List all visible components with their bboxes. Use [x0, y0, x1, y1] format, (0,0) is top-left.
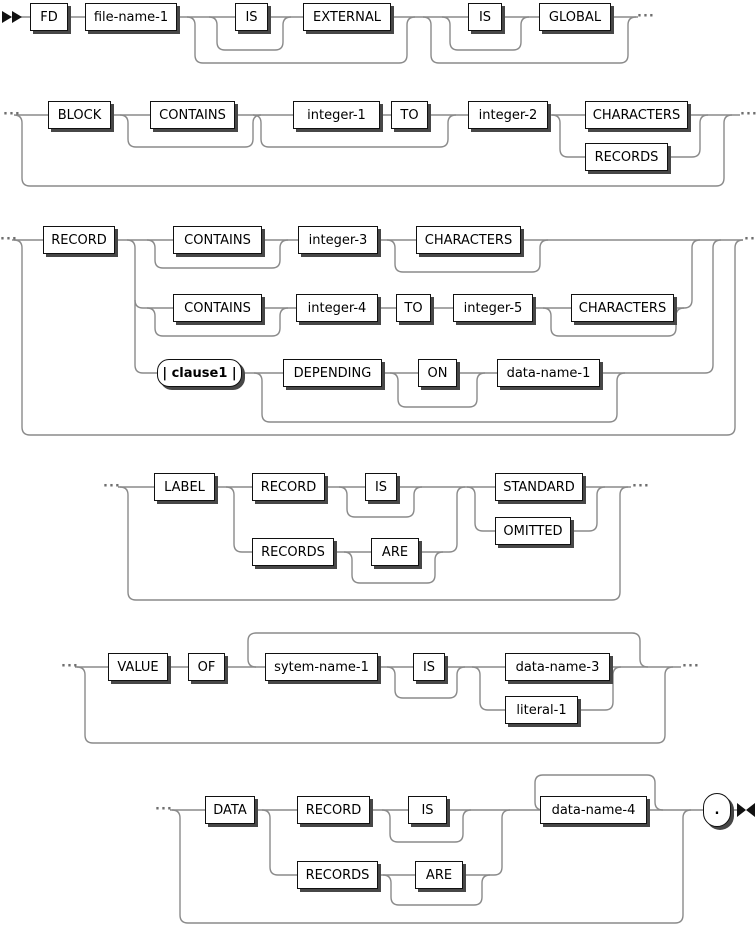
node-records-data: RECORDS	[297, 861, 378, 889]
node-integer-4: integer-4	[296, 294, 378, 322]
node-on: ON	[418, 359, 457, 387]
node-block: BLOCK	[48, 101, 111, 129]
node-clause1: | clause1 |	[157, 359, 242, 387]
continuation-dots: ···	[682, 659, 700, 674]
continuation-dots: ···	[3, 107, 21, 122]
node-omitted: OMITTED	[495, 517, 571, 545]
node-integer-3: integer-3	[298, 226, 378, 254]
node-b2-to: TO	[396, 294, 431, 322]
node-data-name-4: data-name-4	[540, 796, 647, 824]
node-label: LABEL	[154, 473, 215, 501]
continuation-dots: ···	[632, 479, 650, 494]
end-arrow-icon	[737, 803, 755, 817]
node-standard: STANDARD	[495, 473, 583, 501]
node-b1-characters: CHARACTERS	[416, 226, 521, 254]
node-sytem-name-1: sytem-name-1	[265, 653, 378, 681]
node-literal-1: literal-1	[505, 696, 578, 724]
continuation-dots: ···	[740, 107, 756, 122]
continuation-dots: ···	[0, 232, 18, 247]
node-to: TO	[391, 101, 428, 129]
node-period-terminal: .	[703, 793, 731, 827]
node-b2-characters: CHARACTERS	[571, 294, 674, 322]
node-external: EXTERNAL	[303, 3, 391, 31]
node-of: OF	[188, 653, 225, 681]
node-data-name-1: data-name-1	[497, 359, 600, 387]
node-fd: FD	[30, 3, 68, 31]
node-data-name-3: data-name-3	[505, 653, 610, 681]
node-b2-contains: CONTAINS	[173, 294, 262, 322]
continuation-dots: ···	[103, 479, 121, 494]
node-is-global: IS	[468, 3, 502, 31]
node-is: IS	[365, 473, 397, 501]
node-is-data: IS	[408, 796, 447, 824]
node-are-data: ARE	[415, 861, 463, 889]
node-records-pl: RECORDS	[252, 538, 334, 566]
continuation-dots: ···	[744, 232, 756, 247]
node-value: VALUE	[108, 653, 168, 681]
start-arrow-icon	[2, 11, 22, 23]
node-records: RECORDS	[585, 143, 668, 171]
node-data: DATA	[205, 796, 255, 824]
node-are: ARE	[371, 538, 419, 566]
node-depending: DEPENDING	[283, 359, 382, 387]
continuation-dots: ···	[155, 802, 173, 817]
node-file-name-1: file-name-1	[85, 3, 177, 31]
continuation-dots: ···	[637, 9, 655, 24]
node-global: GLOBAL	[539, 3, 611, 31]
node-contains: CONTAINS	[150, 101, 235, 129]
node-is-external: IS	[235, 3, 268, 31]
node-b1-contains: CONTAINS	[173, 226, 262, 254]
node-integer-2: integer-2	[468, 101, 548, 129]
node-is-value: IS	[413, 653, 445, 681]
node-characters: CHARACTERS	[585, 101, 688, 129]
continuation-dots: ···	[61, 659, 79, 674]
node-record: RECORD	[43, 226, 115, 254]
node-integer-5: integer-5	[453, 294, 533, 322]
node-integer-1: integer-1	[293, 101, 380, 129]
node-record-data: RECORD	[297, 796, 370, 824]
node-record-sg: RECORD	[252, 473, 325, 501]
